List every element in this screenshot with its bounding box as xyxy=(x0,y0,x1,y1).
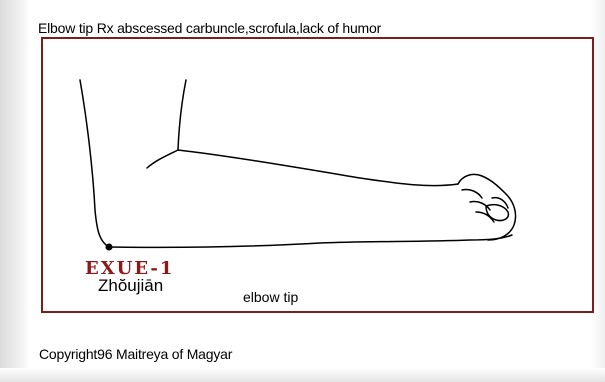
upper-arm-front-line xyxy=(178,80,186,150)
upper-arm-back-line xyxy=(80,80,109,247)
copyright-text: Copyright96 Maitreya of Magyar xyxy=(39,346,232,362)
point-marker xyxy=(106,244,113,251)
point-pinyin: Zhŏujiān xyxy=(98,276,163,296)
thumb-outline xyxy=(486,205,508,221)
forearm-top-line xyxy=(147,150,458,186)
forearm-bottom-line xyxy=(109,235,512,247)
point-label: elbow tip xyxy=(243,289,298,305)
